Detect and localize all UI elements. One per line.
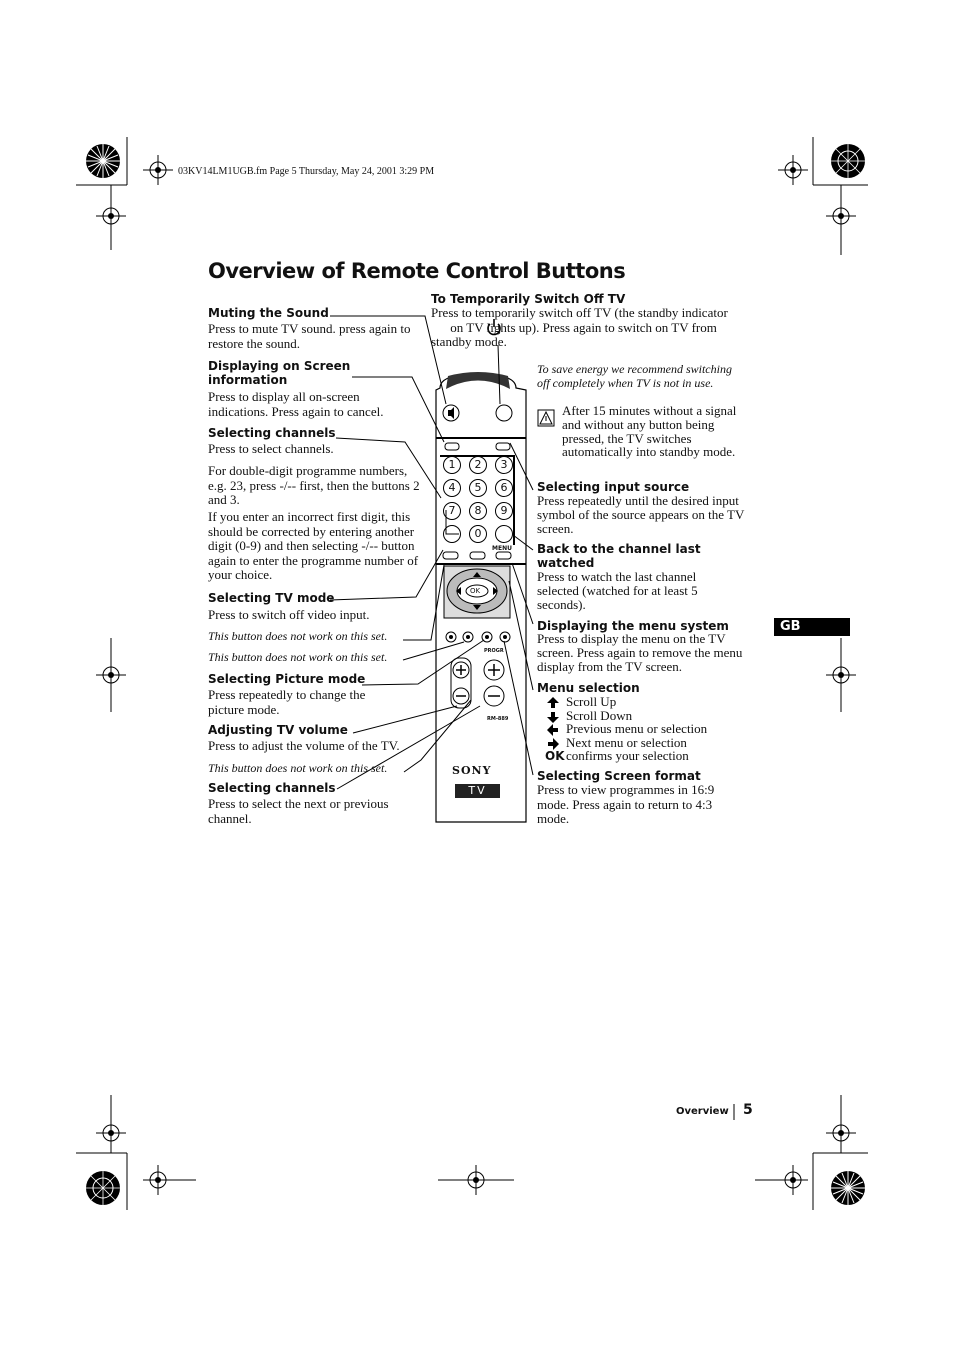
standby-text-a: Press to temporarily switch off TV (the … [431, 305, 728, 320]
remote-digit-0: 0 [469, 525, 487, 543]
menu-item-scroll-up: Scroll Up [566, 694, 617, 709]
remote-digit-1: 1 [443, 456, 461, 474]
last-channel-text: Press to watch the last channel selected… [537, 569, 698, 612]
menu-item-scroll-down: Scroll Down [566, 708, 633, 723]
select-channels-text3: If you enter an incorrect first digit, t… [208, 509, 419, 582]
display-info-text: Press to display all on-screen indicatio… [208, 389, 384, 419]
last-channel-heading: Back to the channel last watched [537, 542, 701, 570]
next-channels-text: Press to select the next or previous cha… [208, 796, 389, 826]
muting-heading: Muting the Sound [208, 306, 329, 320]
muting-text: Press to mute TV sound. press again to r… [208, 321, 411, 351]
display-info-heading: Displaying on Screen information [208, 359, 351, 387]
remote-digit-2: 2 [469, 456, 487, 474]
note-3: This button does not work on this set. [208, 761, 388, 775]
leader-lines [329, 315, 534, 790]
standby-heading: To Temporarily Switch Off TV [431, 292, 626, 306]
energy-note: To save energy we recommend switching of… [537, 362, 732, 390]
language-tab: GB [774, 618, 850, 636]
volume-heading: Adjusting TV volume [208, 723, 348, 737]
remote-tv-label: TV [468, 784, 487, 797]
power-icon [487, 319, 501, 336]
standby-text-b: on TV lights up). Press again to switch … [431, 319, 717, 349]
footer-page-number: 5 [743, 1102, 753, 1118]
screen-format-text: Press to view programmes in 16:9 mode. P… [537, 782, 715, 826]
remote-digit-8: 8 [469, 502, 487, 520]
menu-item-previous: Previous menu or selection [566, 721, 708, 736]
footer-section: Overview [676, 1106, 729, 1117]
picture-mode-heading: Selecting Picture mode [208, 672, 366, 686]
remote-ok-label: OK [470, 587, 481, 595]
remote-digit-4: 4 [443, 479, 461, 497]
standby-text: Press to temporarily switch off TV (the … [431, 305, 743, 350]
remote-digit-5: 5 [469, 479, 487, 497]
menu-arrow-icons [547, 697, 559, 750]
remote-jump-button [495, 525, 513, 543]
remote-menu-label: MENU [492, 545, 512, 552]
remote-digit-9: 9 [495, 502, 513, 520]
note-1: This button does not work on this set. [208, 629, 388, 643]
remote-digit-6: 6 [495, 479, 513, 497]
warning-icon [537, 409, 555, 427]
input-source-text: Press repeatedly until the desired input… [537, 493, 745, 536]
select-channels-text2: For double-digit programme numbers, e.g.… [208, 463, 420, 507]
remote-brand-label: SONY [452, 764, 492, 777]
remote-digit-3: 3 [495, 456, 513, 474]
registration-star-br [831, 1171, 865, 1205]
picture-mode-text: Press repeatedly to change the picture m… [208, 687, 366, 717]
registration-star-bl [86, 1171, 120, 1205]
screen-format-heading: Selecting Screen format [537, 769, 701, 783]
menu-ok-text: confirms your selection [566, 748, 689, 763]
select-channels-text1: Press to select channels. [208, 441, 334, 456]
input-source-heading: Selecting input source [537, 480, 690, 494]
registration-star-tr [831, 144, 865, 178]
volume-text: Press to adjust the volume of the TV. [208, 738, 400, 753]
remote-dash-button [443, 525, 461, 543]
select-channels-heading: Selecting channels [208, 426, 336, 440]
menu-selection-heading: Menu selection [537, 681, 640, 695]
warning-text: After 15 minutes without a signal and wi… [562, 403, 737, 460]
menu-system-heading: Displaying the menu system [537, 619, 729, 633]
registration-star-tl [86, 144, 120, 178]
menu-item-next: Next menu or selection [566, 735, 687, 750]
file-info: 03KV14LM1UGB.fm Page 5 Thursday, May 24,… [178, 166, 435, 177]
remote-progr-label: PROGR [484, 648, 504, 654]
page-title: Overview of Remote Control Buttons [208, 259, 626, 283]
remote-digit-7: 7 [443, 502, 461, 520]
menu-ok-label: OK [545, 749, 565, 763]
next-channels-heading: Selecting channels [208, 781, 336, 795]
note-2: This button does not work on this set. [208, 650, 388, 664]
menu-system-text: Press to display the menu on the TV scre… [537, 631, 743, 674]
tv-mode-heading: Selecting TV mode [208, 591, 335, 605]
remote-model-label: RM-889 [487, 716, 509, 722]
tv-mode-text: Press to switch off video input. [208, 607, 370, 622]
